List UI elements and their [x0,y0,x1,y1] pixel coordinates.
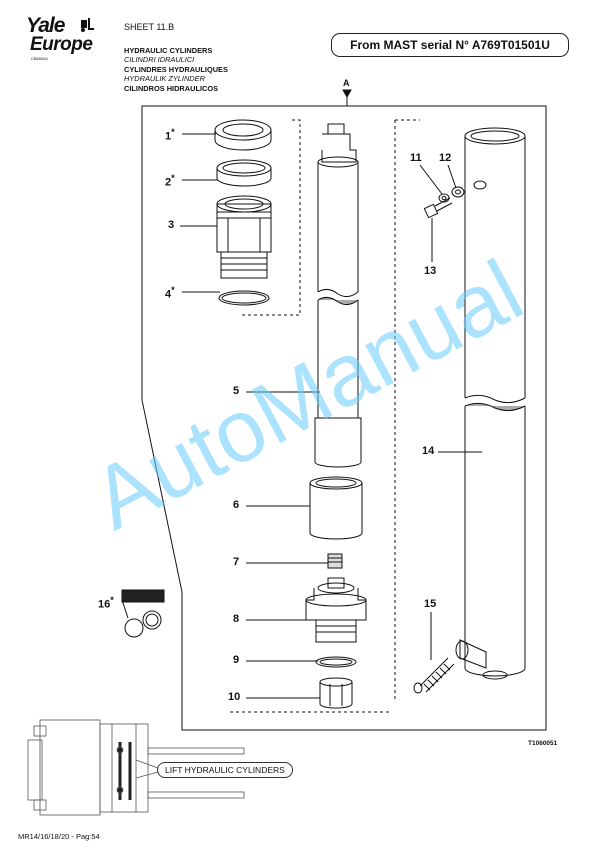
part-8-piston [305,577,367,643]
part-12-washer [451,186,465,198]
guide-right [394,119,420,700]
part-5-rod [314,123,362,468]
part-label-4: 4* [165,285,175,301]
part-label-15: 15 [424,598,437,610]
part-label-10: 10 [228,691,241,703]
lift-cylinders-callout: LIFT HYDRAULIC CYLINDERS [157,762,293,778]
serial-box: From MAST serial N° A769T01501U [331,33,569,57]
part-label-7: 7 [233,556,240,568]
title-fr: CYLINDRES HYDRAULIQUES [124,64,228,74]
part-6-sleeve [309,476,363,540]
part-3-gland [216,195,272,279]
part-14-barrel [455,127,526,680]
part-label-3: 3 [168,219,175,231]
section-titles: HYDRAULIC CYLINDERS CILINDRI IDRAULICI C… [124,46,228,93]
leader-lines [121,133,482,699]
view-frame [141,94,547,731]
title-es: CILINDROS HIDRAULICOS [124,83,219,93]
brand-code: CB80004 [31,56,48,61]
part-label-9: 9 [233,654,240,666]
part-label-2: 2* [165,173,175,189]
part-label-6: 6 [233,499,240,511]
part-label-16: 16* [98,595,114,611]
forklift-logo-icon [80,18,94,32]
drawing-code: T1060051 [528,740,558,747]
part-15-spring [413,657,455,694]
part-label-1: 1* [165,127,175,143]
brand-logo-europe: Europe [30,34,93,55]
part-label-8: 8 [233,613,240,625]
part-13-screw [423,197,453,219]
part-2-ring [216,159,272,187]
view-arrow [342,89,352,99]
part-10-nut [319,677,353,709]
title-de: HYDRAULIK ZYLINDER [124,74,205,84]
part-16-kit [121,589,165,638]
part-9-ring [315,656,357,668]
part-4-oring [218,290,270,306]
part-label-12: 12 [439,152,452,164]
sheet-number: SHEET 11.B [124,22,175,32]
part-label-13: 13 [424,265,437,277]
truck-thumbnail [27,719,245,816]
title-en: HYDRAULIC CYLINDERS [124,46,213,55]
brand-logo-yale: Yale [26,14,65,37]
view-label: A [343,78,350,88]
part-label-14: 14 [422,445,435,457]
barrel-port-hole [473,180,487,190]
part-7-valve [327,553,343,569]
page-footer: MR14/16/18/20 - Pag:54 [18,832,100,841]
part-1-ring [214,119,272,151]
part-label-11: 11 [410,152,422,164]
title-it: CILINDRI IDRAULICI [124,55,195,65]
part-label-5: 5 [233,385,240,397]
